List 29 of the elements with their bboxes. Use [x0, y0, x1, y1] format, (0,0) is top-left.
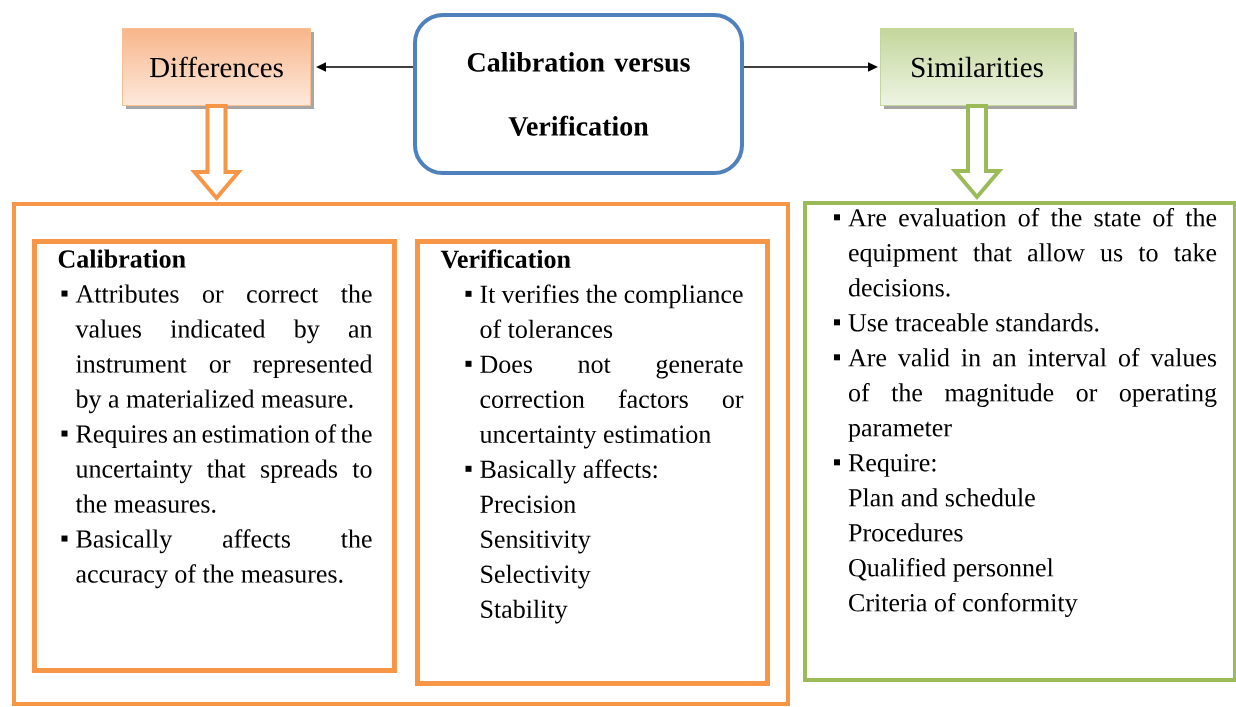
list-item: Stability	[481, 599, 568, 624]
text-panel	[803, 201, 1236, 682]
bullet-item: Use traceable standards.	[834, 313, 1099, 332]
container-box	[12, 202, 790, 706]
bullet-item: Basically affects:	[465, 459, 657, 484]
list-item: Criteria of conformity	[849, 593, 1078, 617]
bullet-item: Basically affects the accuracy of the measures.	[61, 529, 372, 589]
hollow-arrow	[950, 104, 1004, 201]
list-item: Selectivity	[481, 564, 591, 589]
list-item: Plan and schedule	[848, 488, 1035, 507]
bullet-item: Attributes or correct the values indicated by an instrument or represented by a materialized measure.	[61, 284, 373, 414]
title-box: Calibration versus Verification	[413, 13, 744, 175]
bullet-item: Does not generate correction factors or uncertainty estimation	[465, 355, 744, 449]
text-panel	[415, 239, 770, 686]
heading: Calibration	[58, 249, 186, 268]
bullet-item: Are valid in an interval of values of the magnitude or operating parameter	[834, 348, 1217, 442]
list-item: Qualified personnel	[849, 558, 1054, 582]
bullet-item: Requires an estimation of the uncertainty that spreads to the measures.	[61, 424, 372, 513]
hollow-arrow	[190, 104, 243, 202]
list-item: Procedures	[848, 523, 963, 542]
list-item: Sensitivity	[481, 530, 591, 554]
bullet-item: Are evaluation of the state of the equipment that allow us to take decisions.	[834, 208, 1217, 297]
category-box: Similarities	[880, 28, 1077, 109]
bullet-item: Require:	[834, 454, 936, 477]
heading: Verification	[440, 249, 571, 269]
bullet-item: It verifies the compliance of tolerances	[465, 284, 743, 339]
text-panel	[32, 239, 397, 673]
list-item: Precision	[480, 495, 576, 514]
category-box: Differences	[122, 28, 314, 109]
